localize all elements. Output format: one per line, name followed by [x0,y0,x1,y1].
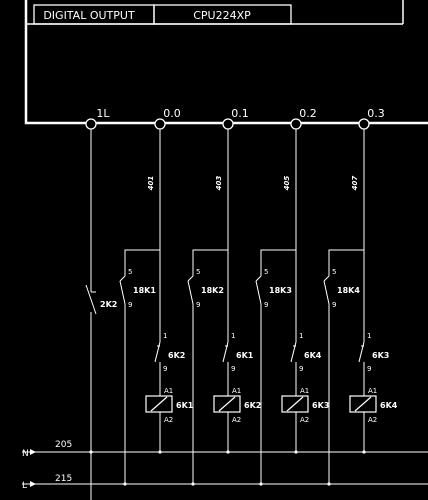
aux-contact-label: 18K1 [133,286,156,295]
interlock-label: 6K3 [372,351,389,360]
coil-label: 6K1 [176,401,194,410]
pin-number: 9 [299,365,303,373]
aux-contacts [119,262,330,305]
pin-number: 1 [367,332,371,340]
cpu-label: CPU224XP [193,9,251,22]
pin-number: 5 [128,268,132,276]
pin-number: 1 [231,332,235,340]
terminals [85,118,370,130]
rail-label-l: L [22,481,27,491]
pin-number: 9 [163,365,167,373]
terminal-label: 0.0 [163,107,181,120]
pin-number: 5 [264,268,268,276]
coil-pin: A1 [232,387,241,395]
interlock-label: 6K1 [236,351,254,360]
rail-label-n: N [22,449,29,459]
coil-pin: A2 [232,416,241,424]
pin-number: 9 [332,301,336,309]
coil-pin: A1 [368,387,377,395]
rail-arrows [30,449,36,487]
interlock-label: 6K4 [304,351,322,360]
pin-number: 1 [163,332,167,340]
interlock-label: 6K2 [168,351,185,360]
junction-dots [89,450,366,486]
pin-number: 5 [332,268,336,276]
wire-number: 403 [215,176,223,191]
rail-number: 215 [55,474,72,484]
pin-number: 1 [299,332,303,340]
aux-contact-label: 18K2 [201,286,224,295]
wire-number: 401 [147,176,155,191]
wire-number: 405 [283,176,291,191]
aux-contact-label: 18K3 [269,286,292,295]
terminal-label: 0.1 [231,107,249,120]
terminal-label: 1L [96,107,110,120]
common-contact-label: 2K2 [100,300,117,309]
pin-number: 9 [367,365,371,373]
coil-pin: A2 [164,416,173,424]
aux-contact-label: 18K4 [337,286,360,295]
pin-number: 9 [196,301,200,309]
wiring [22,129,428,500]
coil-label: 6K2 [244,401,261,410]
pin-number: 9 [128,301,132,309]
coil-pin: A2 [300,416,309,424]
pin-number: 9 [231,365,235,373]
pin-number: 5 [196,268,200,276]
coil-pin: A1 [300,387,309,395]
rail-number: 205 [55,440,72,450]
module-label: DIGITAL OUTPUT [43,9,135,22]
coil-pin: A2 [368,416,377,424]
terminal-label: 0.2 [299,107,317,120]
terminal-label: 0.3 [367,107,385,120]
common-contact [85,284,97,315]
pin-number: 9 [264,301,268,309]
coil-label: 6K4 [380,401,398,410]
relay-coils [145,395,377,413]
interlock-contacts [154,337,365,366]
coil-label: 6K3 [312,401,329,410]
wire-number: 407 [351,176,359,191]
coil-pin: A1 [164,387,173,395]
